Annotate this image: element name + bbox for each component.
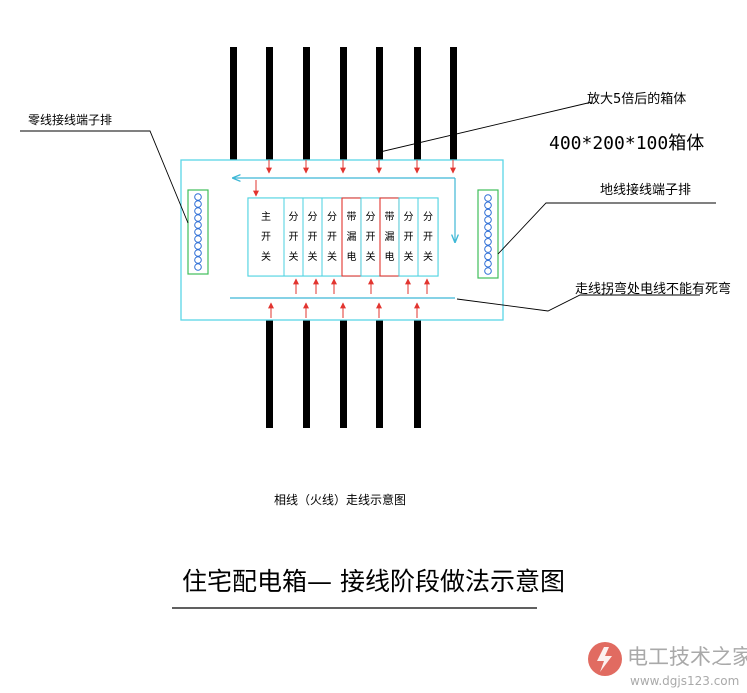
breaker-label: 主开关 <box>261 211 271 263</box>
ground-terminal-block <box>477 189 499 279</box>
bottom-cables <box>266 320 421 428</box>
cable <box>414 320 421 428</box>
terminal-screw-icon <box>194 193 202 201</box>
phase-caption: 相线（火线）走线示意图 <box>274 492 406 507</box>
cable <box>340 47 347 160</box>
terminal-screw-icon <box>194 256 202 264</box>
terminal-screw-icon <box>194 242 202 250</box>
terminal-screw-icon <box>484 238 492 246</box>
cable <box>450 47 457 160</box>
cable <box>266 320 273 428</box>
cable <box>303 47 310 160</box>
lightning-icon <box>597 647 612 672</box>
cable <box>340 320 347 428</box>
breaker-label: 分开关 <box>327 211 337 263</box>
terminal-screw-icon <box>484 267 492 275</box>
terminal-screw-icon <box>194 249 202 257</box>
terminal-screw-icon <box>484 201 492 210</box>
breaker-label: 分开关 <box>308 211 318 263</box>
terminal-screw-icon <box>194 214 202 222</box>
breaker-label: 带漏电 <box>385 211 395 263</box>
breaker-label: 带漏电 <box>347 211 357 263</box>
breaker-label: 分开关 <box>289 211 299 263</box>
terminal-screw-icon <box>484 208 492 217</box>
terminal-screw-icon <box>194 235 202 243</box>
neutral-terminal-block <box>187 189 209 275</box>
bottom-wire-arrows <box>268 278 430 318</box>
box-size-label: 400*200*100箱体 <box>549 133 704 154</box>
cable <box>303 320 310 428</box>
terminal-screw-icon <box>484 223 492 231</box>
terminal-screw-icon <box>194 263 202 271</box>
top-cables <box>230 47 457 160</box>
watermark-brand: 电工技术之家 <box>627 645 747 669</box>
terminal-screw-icon <box>484 252 492 261</box>
terminal-screw-icon <box>194 200 202 208</box>
watermark-url: www.dgjs123.com <box>630 674 739 688</box>
cable <box>376 47 383 160</box>
bend-note-label: 走线拐弯处电线不能有死弯 <box>575 281 731 297</box>
cable <box>230 47 237 160</box>
breaker-label: 分开关 <box>404 211 414 263</box>
breaker-label: 分开关 <box>423 211 433 263</box>
cable <box>414 47 421 160</box>
breaker-label: 分开关 <box>366 211 376 263</box>
routing-lines <box>230 178 455 299</box>
terminal-screw-icon <box>484 259 492 268</box>
cable <box>266 47 273 160</box>
ground-terminal-label: 地线接线端子排 <box>600 182 691 198</box>
top-wire-arrows <box>253 160 456 197</box>
terminal-screw-icon <box>484 230 492 239</box>
neutral-terminal-label: 零线接线端子排 <box>28 112 112 127</box>
terminal-screw-icon <box>194 221 202 229</box>
main-title: 住宅配电箱— 接线阶段做法示意图 <box>182 567 565 596</box>
terminal-screw-icon <box>484 216 492 224</box>
cable <box>376 320 383 428</box>
breaker-branch <box>417 197 439 277</box>
terminal-screw-icon <box>484 194 492 202</box>
leader-lines <box>20 101 716 312</box>
terminal-screw-icon <box>194 207 202 215</box>
watermark: 电工技术之家 www.dgjs123.com <box>588 642 747 688</box>
enlarged-box-label: 放大5倍后的箱体 <box>587 91 686 107</box>
distribution-box <box>180 159 504 321</box>
terminal-screw-icon <box>194 228 202 236</box>
terminal-screw-icon <box>484 245 492 253</box>
